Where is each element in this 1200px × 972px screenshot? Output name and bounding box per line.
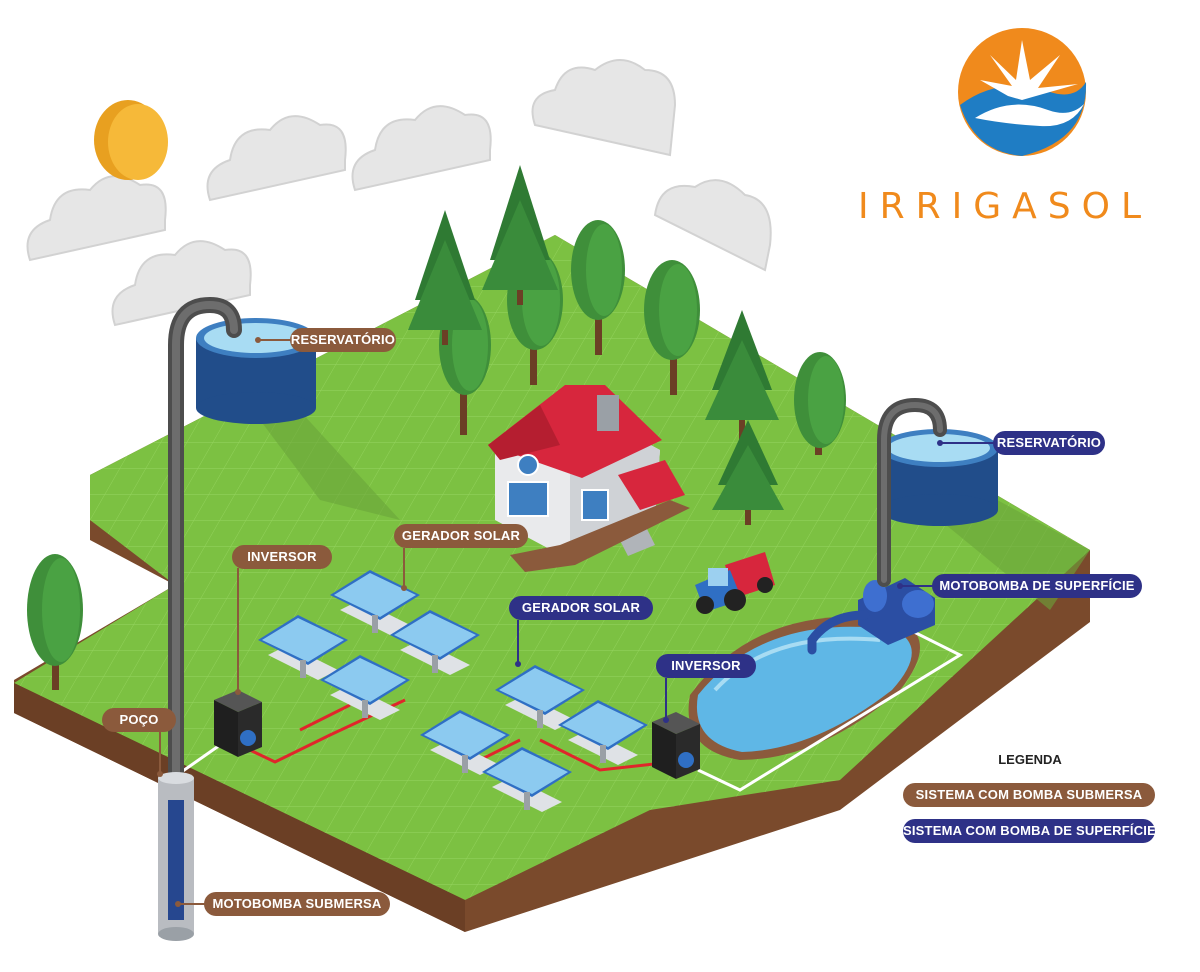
solar-panel — [420, 710, 510, 775]
pine-tree — [482, 165, 558, 305]
label-poco: POÇO — [102, 708, 176, 732]
inverter-left — [214, 690, 262, 757]
pine-tree — [712, 420, 784, 525]
brand-name: IRRIGASOL — [858, 186, 1153, 227]
well — [158, 772, 194, 941]
tree — [794, 352, 846, 455]
label-reservatorio-submersa: RESERVATÓRIO — [290, 328, 396, 352]
cloud — [111, 240, 252, 327]
tree — [644, 260, 700, 395]
solar-panel — [258, 615, 348, 680]
label-inversor-submersa: INVERSOR — [232, 545, 332, 569]
label-gerador-solar-submersa: GERADOR SOLAR — [394, 524, 528, 548]
legend-item-superficie: SISTEMA COM BOMBA DE SUPERFÍCIE — [903, 819, 1156, 843]
pine-tree — [705, 310, 779, 440]
legend-item-submersa: SISTEMA COM BOMBA SUBMERSA — [903, 783, 1155, 807]
solar-panel — [558, 700, 648, 765]
callout-lines — [157, 337, 994, 907]
solar-panel — [495, 665, 585, 730]
solar-panel — [482, 747, 572, 812]
cloud — [26, 175, 167, 262]
label-motobomba-superficie: MOTOBOMBA DE SUPERFÍCIE — [932, 574, 1142, 598]
solar-panels — [258, 570, 648, 812]
label-reservatorio-superficie: RESERVATÓRIO — [993, 431, 1105, 455]
pine-tree — [408, 210, 482, 345]
cloud — [206, 115, 347, 202]
trees — [27, 165, 846, 690]
solar-panel — [320, 655, 410, 720]
cloud — [351, 105, 492, 192]
surface-motor-pump — [858, 578, 935, 645]
cloud — [531, 59, 677, 157]
inverter-right — [652, 712, 700, 779]
irrigasol-logo-icon — [958, 28, 1087, 156]
cloud — [653, 179, 772, 272]
clouds — [26, 59, 772, 327]
tractor — [695, 552, 775, 614]
legend-title: LEGENDA — [998, 752, 1062, 767]
tree — [27, 554, 83, 690]
solar-panel — [390, 610, 480, 675]
dirt-path — [510, 500, 690, 572]
tree — [571, 220, 625, 355]
pipes — [168, 296, 947, 783]
solar-panel — [330, 570, 420, 635]
label-gerador-solar-superficie: GERADOR SOLAR — [509, 596, 653, 620]
label-motobomba-submersa: MOTOBOMBA SUBMERSA — [204, 892, 390, 916]
label-inversor-superficie: INVERSOR — [656, 654, 756, 678]
sun-icon — [94, 100, 168, 180]
